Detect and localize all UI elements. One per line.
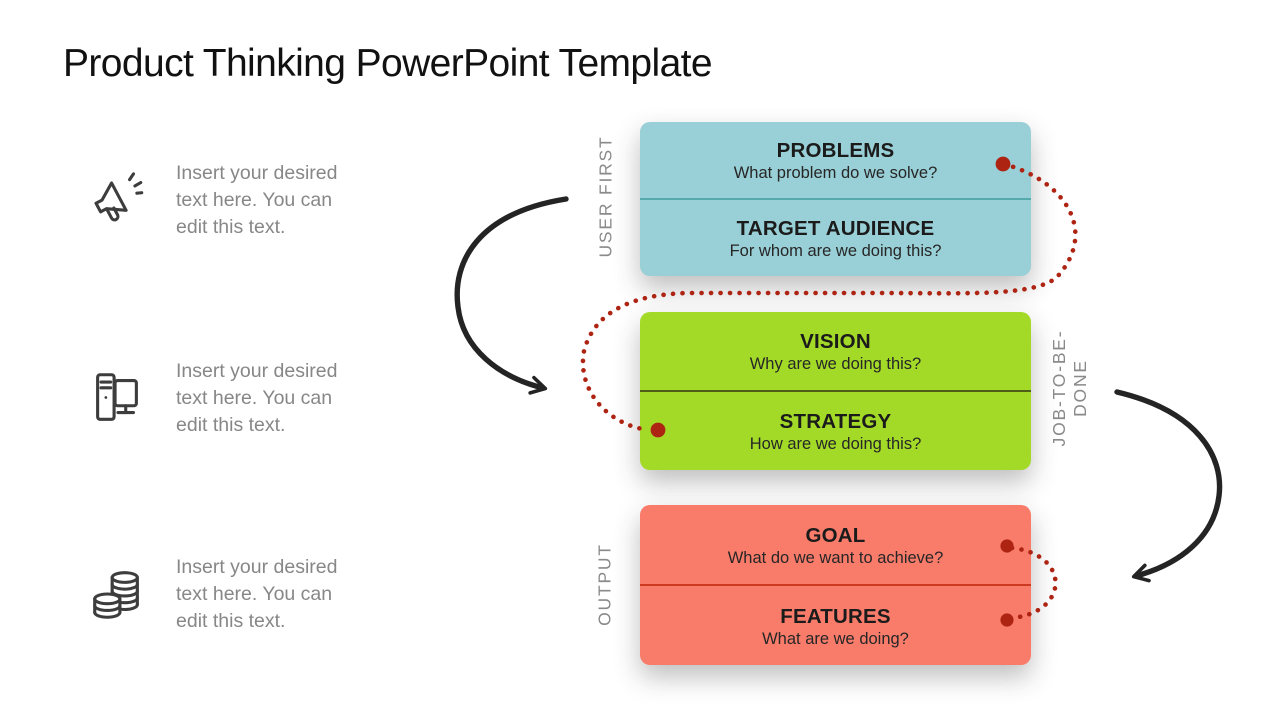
card-row-heading: FEATURES <box>780 604 891 628</box>
card-goal-features: GOAL What do we want to achieve? FEATURE… <box>640 505 1031 665</box>
card-row-subtext: How are we doing this? <box>749 435 922 453</box>
card-problems-target-audience: PROBLEMS What problem do we solve? TARGE… <box>640 122 1031 276</box>
card-row-goal: GOAL What do we want to achieve? <box>640 505 1031 584</box>
curved-arrow-right-icon <box>1114 389 1223 583</box>
card-row-heading: TARGET AUDIENCE <box>736 217 935 240</box>
placeholder-text: Insert your desired text here. You can e… <box>176 359 338 436</box>
card-row-heading: VISION <box>800 330 871 353</box>
megaphone-icon <box>85 164 149 236</box>
side-label-job-to-be-done: JOB-TO-BE- DONE <box>1049 329 1090 447</box>
left-item-3: Insert your desired text here. You can e… <box>85 552 385 636</box>
placeholder-text: Insert your desired text here. You can e… <box>176 161 338 238</box>
coin-stack-icon <box>85 558 149 630</box>
card-divider <box>640 584 1031 586</box>
side-label-output: OUTPUT <box>594 543 615 626</box>
card-row-vision: VISION Why are we doing this? <box>640 312 1031 390</box>
side-label-user-first: USER FIRST <box>595 135 616 258</box>
left-item-2: Insert your desired text here. You can e… <box>85 356 385 440</box>
card-row-subtext: Why are we doing this? <box>749 355 922 373</box>
card-row-strategy: STRATEGY How are we doing this? <box>640 392 1031 470</box>
card-vision-strategy: VISION Why are we doing this? STRATEGY H… <box>640 312 1031 470</box>
card-row-heading: GOAL <box>805 523 866 547</box>
card-row-subtext: What do we want to achieve? <box>727 548 944 567</box>
card-row-subtext: For whom are we doing this? <box>729 242 942 260</box>
slide-title: Product Thinking PowerPoint Template <box>63 42 713 85</box>
card-row-target-audience: TARGET AUDIENCE For whom are we doing th… <box>640 200 1031 276</box>
card-row-subtext: What are we doing? <box>762 629 909 648</box>
curved-arrow-left-icon <box>454 196 569 395</box>
card-row-heading: STRATEGY <box>779 410 892 433</box>
left-item-1: Insert your desired text here. You can e… <box>85 158 385 242</box>
placeholder-text: Insert your desired text here. You can e… <box>176 555 338 632</box>
desktop-computer-icon <box>85 362 149 434</box>
card-row-heading: PROBLEMS <box>776 139 895 162</box>
card-row-features: FEATURES What are we doing? <box>640 586 1031 665</box>
card-row-problems: PROBLEMS What problem do we solve? <box>640 122 1031 198</box>
card-row-subtext: What problem do we solve? <box>733 164 938 182</box>
